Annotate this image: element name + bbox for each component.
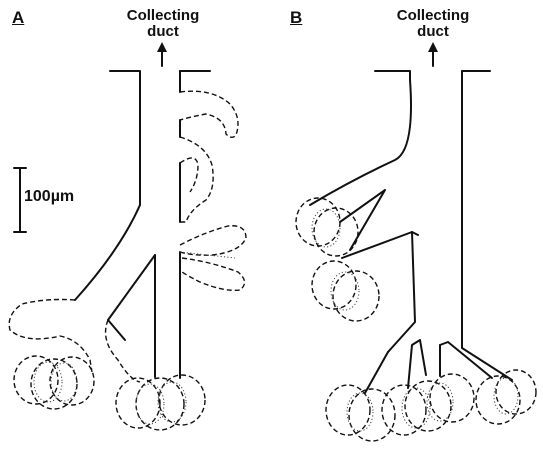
panel-a-duct-right-wall bbox=[180, 71, 210, 378]
panel-a-duct-left-wall bbox=[75, 71, 140, 300]
panel-a-arrow bbox=[157, 42, 167, 66]
panel-a-inner-walls bbox=[108, 255, 155, 377]
panel-b-glomeruli-lower bbox=[326, 374, 474, 441]
panel-a-glomeruli-left bbox=[14, 356, 94, 409]
panel-b-lower-branches bbox=[365, 340, 492, 393]
panel-a-dashed-branches bbox=[9, 91, 246, 382]
panel-a-glomeruli-right bbox=[116, 375, 205, 430]
panel-b-glomeruli-right bbox=[476, 370, 536, 424]
scale-bar bbox=[14, 168, 26, 232]
panel-b-glomeruli-upper bbox=[296, 198, 358, 256]
panel-b-glomeruli-middle bbox=[312, 261, 379, 321]
panel-b-arrow bbox=[428, 42, 438, 66]
